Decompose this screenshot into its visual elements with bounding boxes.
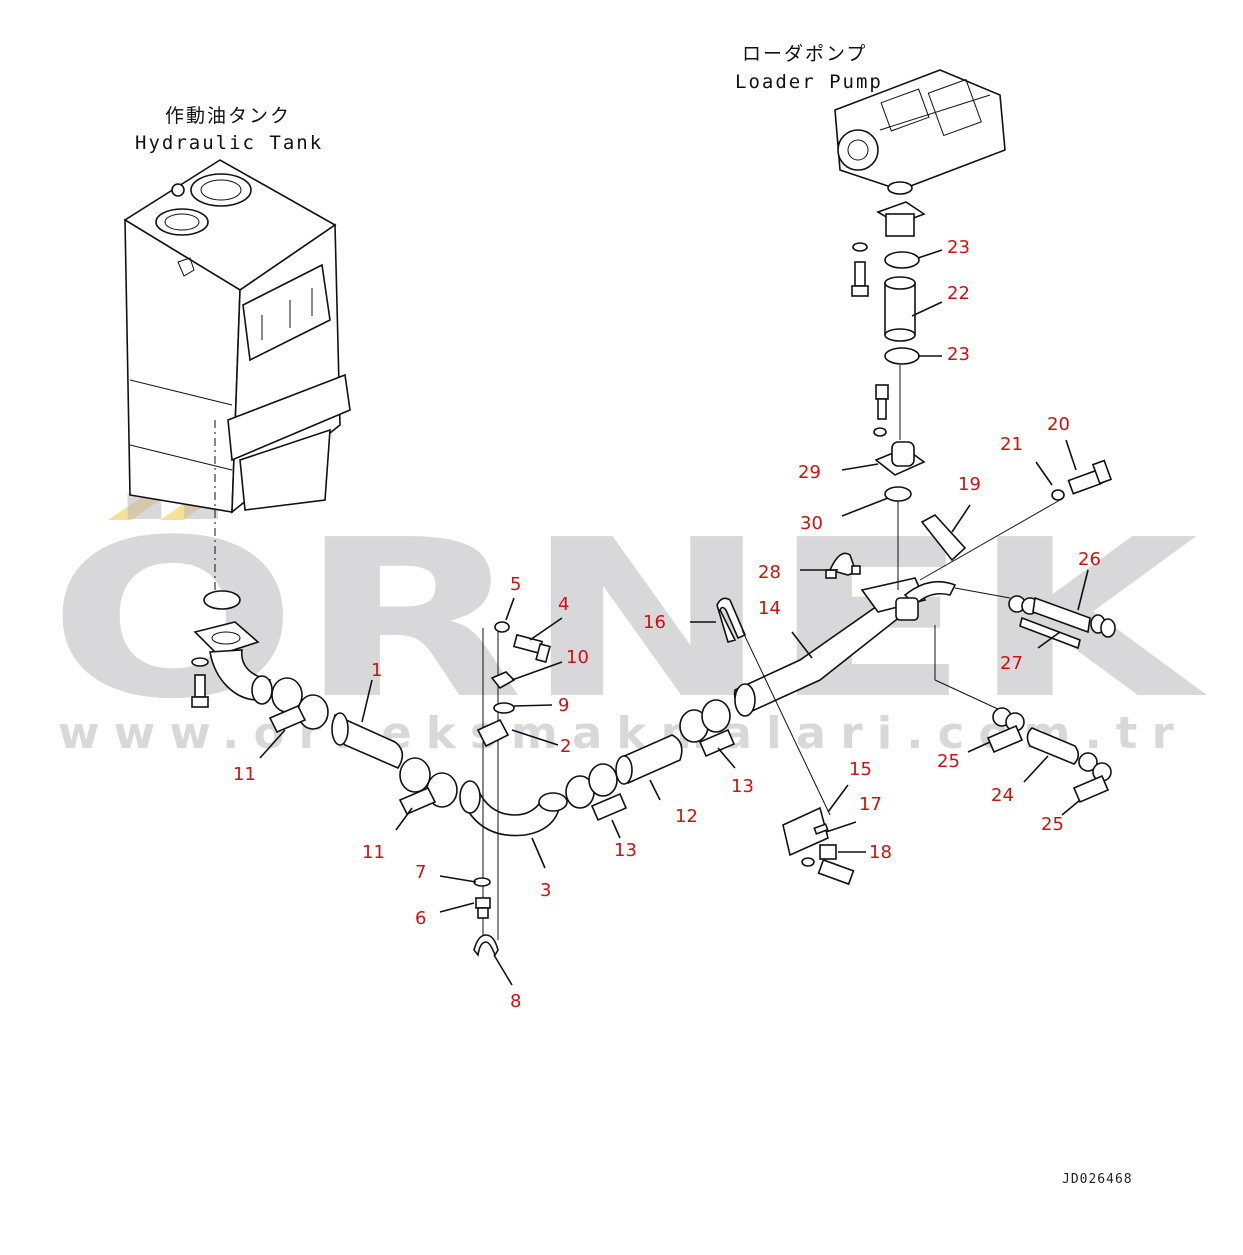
tank-outlet-assembly [191, 590, 273, 708]
spacer-17 [813, 823, 829, 835]
callout-13-upper: 13 [731, 776, 754, 797]
tank-port-lower [155, 208, 209, 236]
callout-26: 26 [1078, 549, 1101, 570]
callout-3: 3 [540, 880, 551, 901]
clip-assembly [825, 459, 1113, 590]
callout-22: 22 [947, 283, 970, 304]
plug-6 [475, 897, 491, 909]
callout-10: 10 [566, 647, 589, 668]
tube-26 [1032, 596, 1091, 634]
u-bolt-16 [716, 597, 747, 643]
callout-labels: 1 2 3 4 5 6 7 8 9 10 11 11 12 13 13 14 1… [233, 237, 1101, 1012]
callout-18: 18 [869, 842, 892, 863]
callout-7: 7 [415, 862, 426, 883]
hose-clamp-23b [884, 347, 920, 365]
hose-clamp-25c [1078, 752, 1098, 772]
tank-guard-bracket [227, 373, 351, 462]
tank-valve-panel [242, 263, 331, 362]
pump-bolt [854, 261, 866, 287]
outlet-flange [193, 621, 260, 656]
hydraulic-tank [123, 159, 351, 600]
drawing-code: JD026468 [1062, 1172, 1133, 1187]
callout-25-right: 25 [1041, 814, 1064, 835]
hose-clamp-11c [399, 757, 431, 793]
bolt-29 [875, 384, 889, 400]
bolt-15 [817, 858, 855, 886]
callout-27: 27 [1000, 653, 1023, 674]
nut-18 [819, 844, 837, 860]
right-branch [934, 587, 1116, 782]
loader-pump-caption-jp: ローダポンプ [742, 43, 867, 65]
hose-27 [1019, 616, 1081, 650]
outlet-bolt [194, 674, 206, 698]
watermark-url: www.orneksmakmalari.com.tr [58, 708, 1188, 759]
leader-lines [259, 249, 1089, 986]
watermark-brand: ÖRNEK [48, 493, 1208, 747]
clamp-bracket-assembly [473, 621, 551, 957]
hose-24 [1026, 727, 1080, 765]
callout-23-upper: 23 [947, 237, 970, 258]
washer-21 [1051, 489, 1065, 501]
callout-11-upper: 11 [233, 764, 256, 785]
callout-20: 20 [1047, 414, 1070, 435]
tank-breather [171, 183, 185, 197]
hose-clamp-23a [884, 251, 920, 269]
callout-9: 9 [558, 695, 569, 716]
callout-6: 6 [415, 908, 426, 929]
watermark: ÖRNEK www.orneksmakmalari.com.tr [48, 493, 1208, 759]
callout-29: 29 [798, 462, 821, 483]
washer-5 [494, 621, 510, 633]
callout-19: 19 [958, 474, 981, 495]
callout-12: 12 [675, 806, 698, 827]
callout-25-left: 25 [937, 751, 960, 772]
callout-13-lower: 13 [614, 840, 637, 861]
bracket-15 [782, 806, 829, 857]
o-ring-7 [473, 877, 491, 887]
hose-22 [884, 282, 916, 336]
callout-5: 5 [510, 574, 521, 595]
hose-clamp-13b [588, 763, 618, 797]
hydraulic-tank-caption-en: Hydraulic Tank [135, 132, 323, 154]
clamp-tags [268, 704, 1110, 822]
u-bolt-8 [473, 934, 499, 957]
callout-14: 14 [758, 598, 781, 619]
o-ring-30 [884, 486, 912, 502]
outlet-o-ring [203, 590, 241, 610]
callout-30: 30 [800, 513, 823, 534]
loader-pump-caption-en: Loader Pump [735, 71, 883, 93]
pump-o-ring [887, 181, 913, 195]
hose-clamp-13d [701, 699, 731, 733]
callout-8: 8 [510, 991, 521, 1012]
callout-4: 4 [558, 594, 569, 615]
hydraulic-tank-caption-jp: 作動油タンク [165, 105, 291, 127]
loader-pump-body [834, 69, 1006, 191]
watermark-accent-left [108, 495, 168, 520]
callout-17: 17 [859, 794, 882, 815]
pump-shaft-flange [837, 129, 879, 171]
callout-1: 1 [371, 660, 382, 681]
clamp-2 [476, 718, 510, 748]
bracket-assembly-15 [716, 597, 855, 886]
tank-lower-mount [239, 428, 331, 511]
callout-23-lower: 23 [947, 344, 970, 365]
callout-15: 15 [849, 759, 872, 780]
callout-2: 2 [560, 736, 571, 757]
bracket-19 [920, 513, 967, 562]
loader-pump-assembly [834, 69, 1006, 502]
callout-28: 28 [758, 562, 781, 583]
washer-9 [493, 702, 515, 714]
tank-port-upper [190, 173, 252, 207]
callout-24: 24 [991, 785, 1014, 806]
hose-clamp-11b [297, 694, 329, 730]
callout-11-lower: 11 [362, 842, 385, 863]
callout-16: 16 [643, 612, 666, 633]
callout-21: 21 [1000, 434, 1023, 455]
outlet-washer [191, 657, 209, 667]
